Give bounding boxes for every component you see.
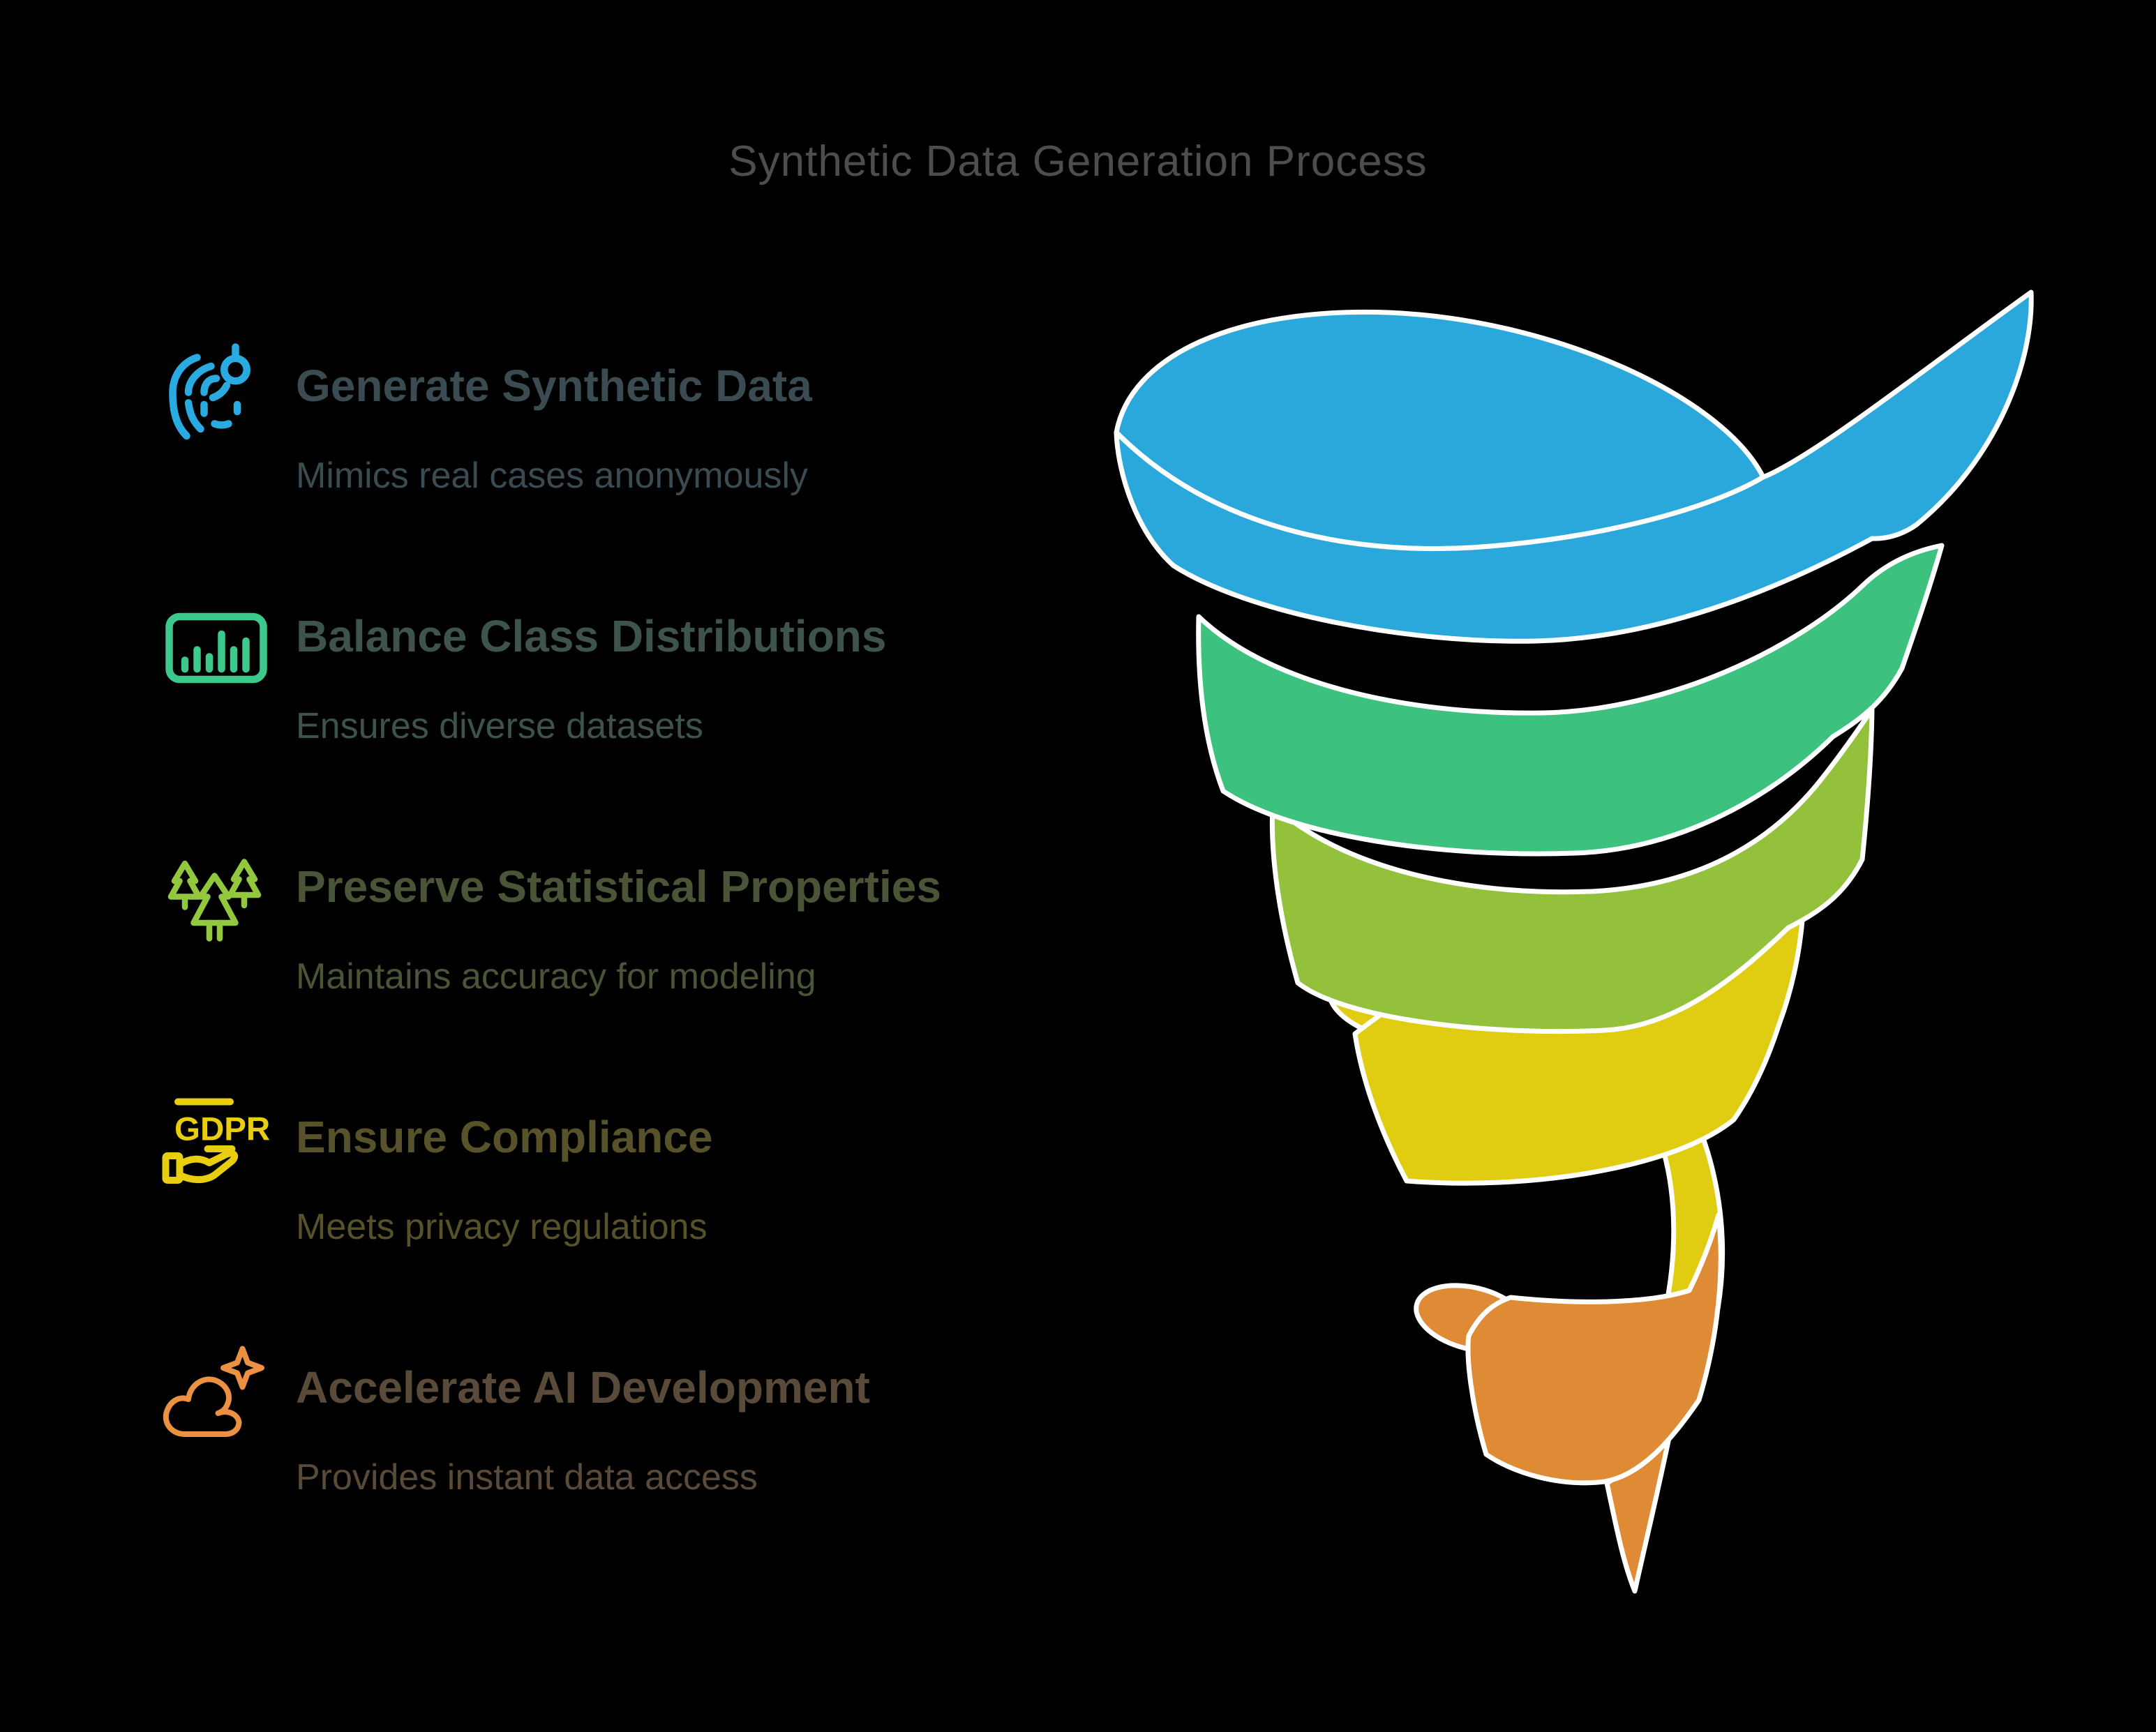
funnel-stage-class-distributions <box>1196 543 1945 857</box>
funnel-stage-statistical-properties <box>1269 707 1875 1034</box>
gdpr-hand-icon: GDPR <box>160 1093 272 1205</box>
step-preserve-statistical-properties: Preserve Statistical Properties Maintain… <box>160 843 1068 1073</box>
step-description: Ensures diverse datasets <box>296 706 703 746</box>
step-description: Meets privacy regulations <box>296 1207 708 1247</box>
step-description: Mimics real cases anonymously <box>296 455 809 496</box>
forest-icon <box>160 843 272 954</box>
cloud-sparkle-icon <box>160 1343 272 1455</box>
step-generate-synthetic-data: Generate Synthetic Data Mimics real case… <box>160 342 1068 572</box>
step-ensure-compliance: GDPR Ensure Compliance Meets privacy reg… <box>160 1093 1068 1323</box>
step-title: Ensure Compliance <box>296 1112 713 1162</box>
gdpr-icon-label: GDPR <box>174 1111 270 1148</box>
step-title: Accelerate AI Development <box>296 1362 870 1413</box>
spiral-funnel <box>1109 258 2100 1625</box>
step-description: Provides instant data access <box>296 1457 758 1498</box>
step-title: Balance Class Distributions <box>296 611 887 661</box>
fingerprint-scan-icon <box>160 342 272 453</box>
step-accelerate-ai-development: Accelerate AI Development Provides insta… <box>160 1343 1068 1574</box>
step-balance-class-distributions: Balance Class Distributions Ensures dive… <box>160 592 1068 822</box>
funnel-stage-ai-development <box>1414 1212 1723 1594</box>
step-title: Generate Synthetic Data <box>296 361 812 411</box>
diagram-title: Synthetic Data Generation Process <box>728 137 1428 186</box>
step-description: Maintains accuracy for modeling <box>296 956 816 997</box>
step-title: Preserve Statistical Properties <box>296 861 941 912</box>
funnel-swoosh <box>1114 289 2034 644</box>
funnel-stage-synthetic-data <box>1114 289 2034 644</box>
bar-chart-icon <box>160 592 272 704</box>
